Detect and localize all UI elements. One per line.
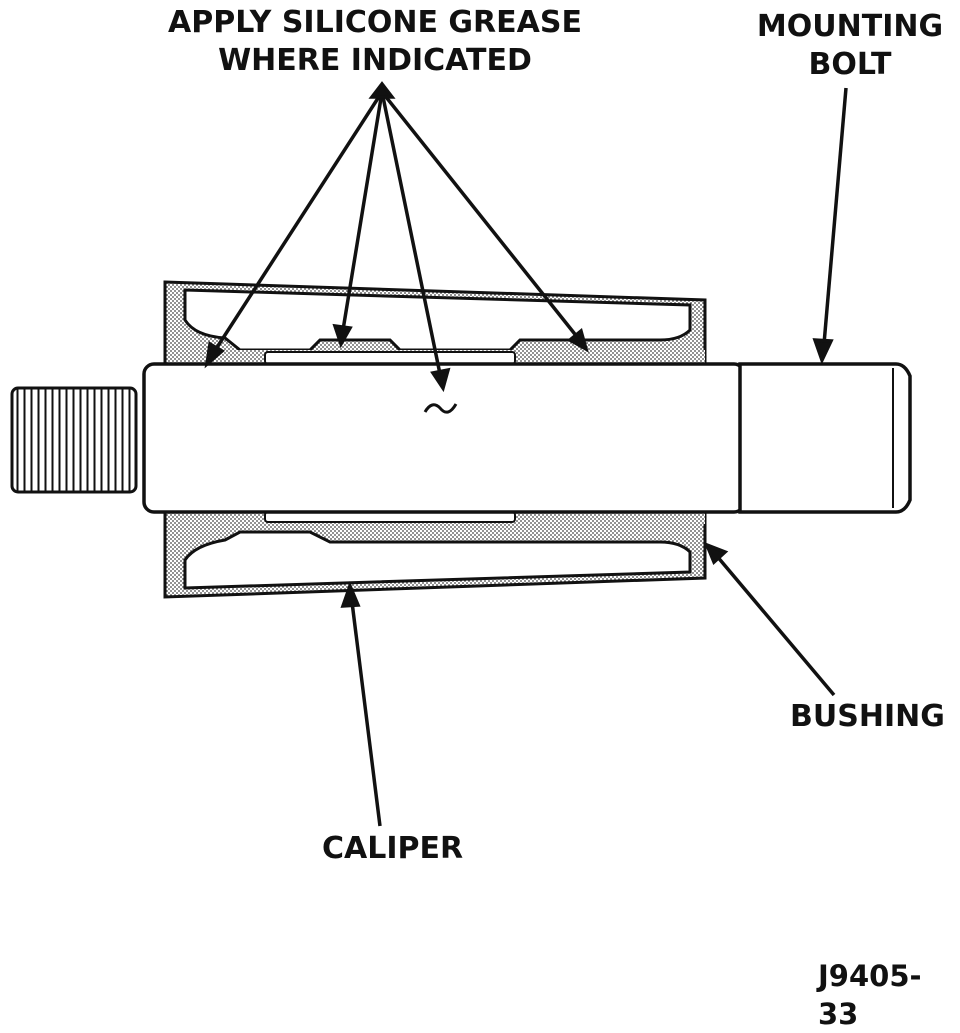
caliper-leader: [340, 581, 382, 827]
mounting-bolt-label-line-2: BOLT: [808, 47, 892, 82]
grease-instruction-label: APPLY SILICONE GREASE WHERE INDICATED: [160, 4, 590, 80]
mounting-bolt-leader: [812, 87, 848, 365]
bushing-grease-band: [200, 350, 705, 524]
bushing-leader: [703, 541, 836, 697]
caliper-label: CALIPER: [322, 831, 464, 866]
mounting-bolt-label-line-1: MOUNTING: [756, 9, 944, 44]
caliper-bolt-diagram: [10, 81, 912, 827]
grease-tilde-mark: [423, 403, 458, 414]
diagram-stage: APPLY SILICONE GREASE WHERE INDICATED MO…: [10, 4, 955, 1031]
figure-id-label: J9405-33: [818, 959, 922, 1031]
grease-leader-lines: [204, 81, 589, 393]
bolt-threads: [10, 386, 138, 494]
caliper-upper-wall: [163, 280, 707, 366]
bushing-label: BUSHING: [790, 699, 945, 734]
mounting-bolt-head: [738, 362, 912, 514]
mounting-bolt-label: MOUNTING BOLT: [745, 8, 955, 84]
grease-label-line-2: WHERE INDICATED: [218, 43, 532, 78]
caliper-lower-wall: [163, 510, 707, 599]
grease-label-line-1: APPLY SILICONE GREASE: [168, 5, 582, 40]
